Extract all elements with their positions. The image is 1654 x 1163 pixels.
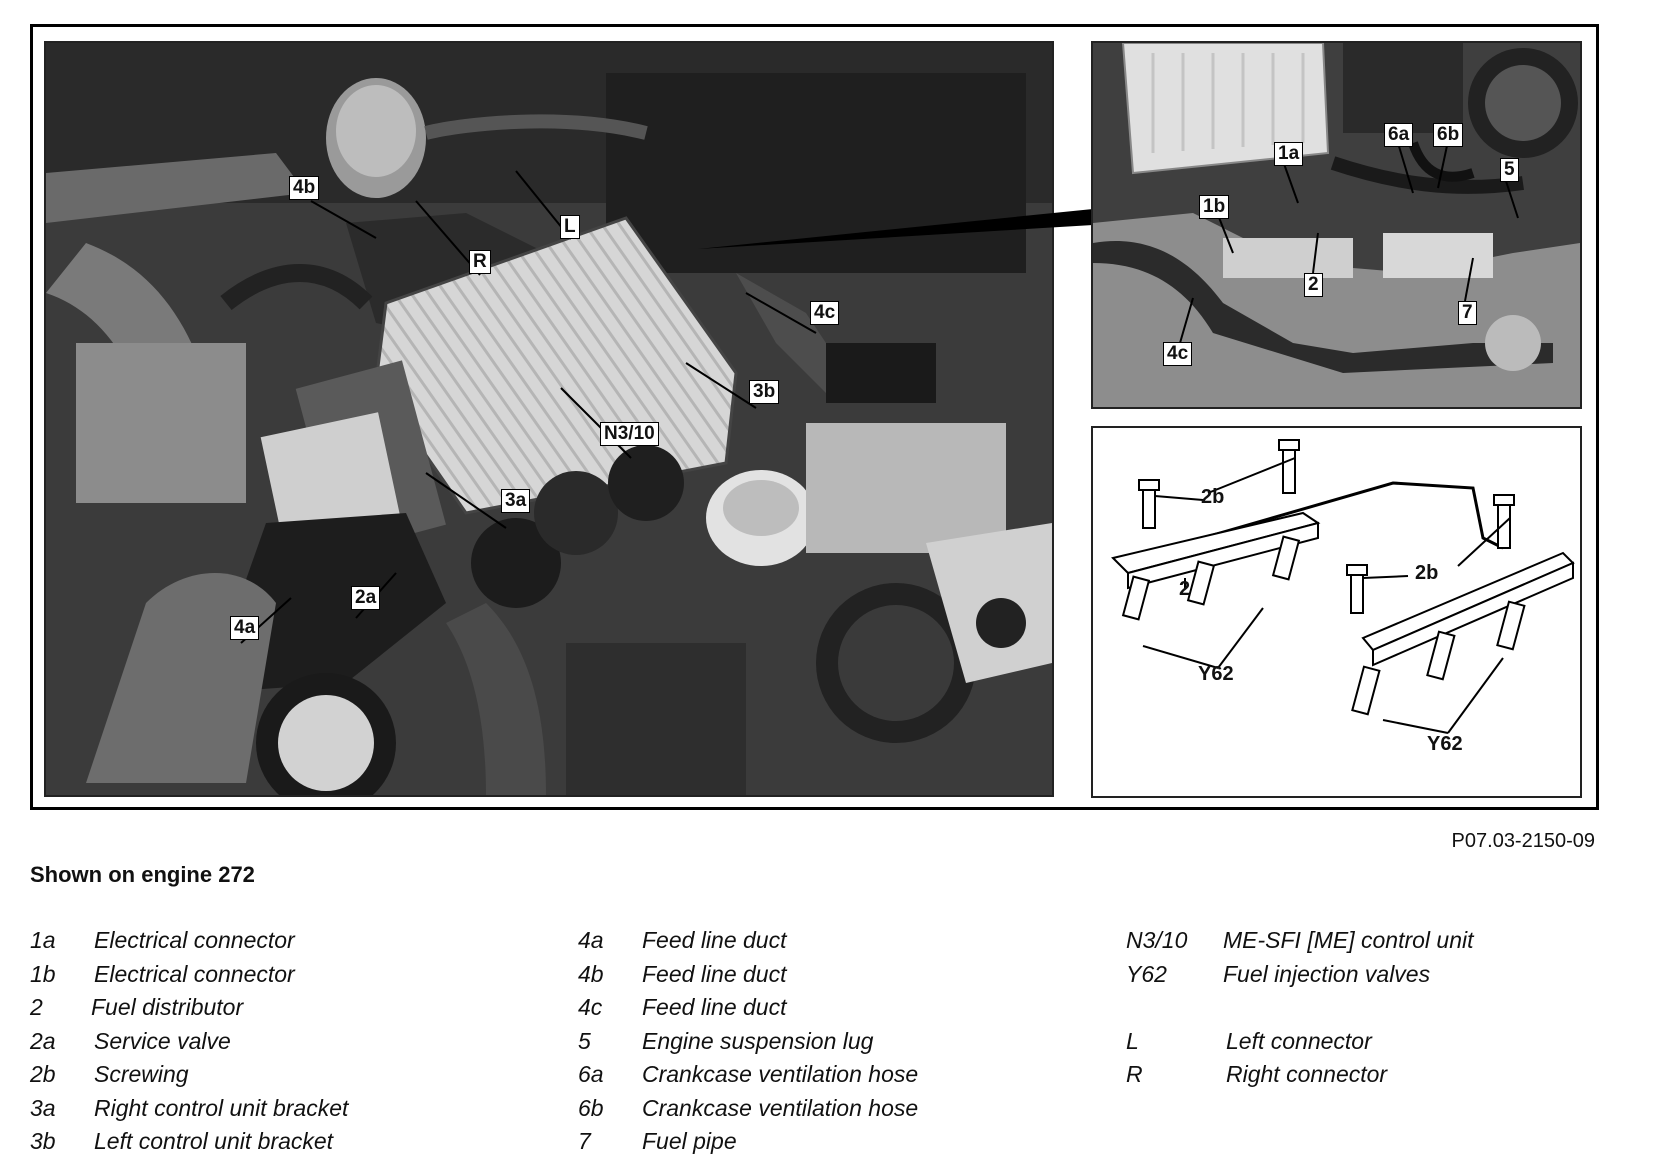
legend-code: 1b xyxy=(30,960,56,987)
legend-code: 7 xyxy=(578,1128,591,1154)
legend-code: N3/10 xyxy=(1126,927,1188,953)
callout-3a: 3a xyxy=(501,489,531,513)
legend-code: 6b xyxy=(578,1094,604,1121)
legend-desc: Electrical connector xyxy=(94,960,295,987)
legend-code: 2 xyxy=(30,994,43,1020)
callout-4a: 4a xyxy=(230,616,260,640)
legend-desc: Left connector xyxy=(1226,1027,1372,1054)
callout-L: L xyxy=(560,215,580,239)
legend-desc: Feed line duct xyxy=(642,994,787,1020)
legend-desc: Feed line duct xyxy=(642,960,787,987)
legend-desc: Right connector xyxy=(1226,1061,1388,1087)
callout-2b-1: 2b xyxy=(1201,486,1225,508)
legend-desc: Fuel pipe xyxy=(642,1128,737,1154)
legend-desc: ME-SFI [ME] control unit xyxy=(1223,927,1474,953)
legend-code: 2b xyxy=(30,1061,56,1087)
detail-photo-illustration xyxy=(1093,43,1580,407)
callout-2a: 2a xyxy=(351,586,381,610)
callout-2b-2: 2b xyxy=(1415,562,1439,584)
legend-code: 4c xyxy=(578,994,603,1020)
callout-7: 7 xyxy=(1458,301,1477,325)
legend-desc: Fuel injection valves xyxy=(1223,960,1431,987)
legend-desc: Crankcase ventilation hose xyxy=(642,1094,919,1121)
callout-1b: 1b xyxy=(1199,195,1230,219)
callout-4c: 4c xyxy=(810,301,840,325)
engine-photo-panel: 4b R L 4c 3b N3/10 3a 2a 4a xyxy=(44,41,1054,797)
callout-5: 5 xyxy=(1500,158,1519,182)
legend-desc: Electrical connector xyxy=(94,927,295,953)
legend-desc: Crankcase ventilation hose xyxy=(642,1061,919,1087)
legend-code: L xyxy=(1126,1027,1139,1054)
callout-6a: 6a xyxy=(1384,123,1414,147)
callout-4c-detail: 4c xyxy=(1163,342,1193,366)
callout-Y62-1: Y62 xyxy=(1198,663,1234,685)
legend-code: 3b xyxy=(30,1128,56,1154)
legend-code: 4a xyxy=(578,927,604,953)
legend-code: 2a xyxy=(30,1027,56,1054)
legend-code: 1a xyxy=(30,927,56,953)
figure-caption: Shown on engine 272 xyxy=(30,862,255,887)
callout-1a: 1a xyxy=(1274,142,1304,166)
legend-code: R xyxy=(1126,1061,1143,1087)
detail-photo-panel: 1a 6a 6b 5 1b 2 7 4c xyxy=(1091,41,1582,409)
engine-photo-illustration xyxy=(46,43,1052,795)
legend-desc: Fuel distributor xyxy=(91,994,244,1020)
callout-3b: 3b xyxy=(749,380,780,404)
callout-6b: 6b xyxy=(1433,123,1464,147)
figure-frame: 4b R L 4c 3b N3/10 3a 2a 4a xyxy=(30,24,1599,810)
callout-R: R xyxy=(469,250,491,274)
fuel-rail-drawing-panel: 2b 2b 2b 2 Y62 Y62 xyxy=(1091,426,1582,798)
legend-code: 5 xyxy=(578,1027,591,1054)
legend-desc: Feed line duct xyxy=(642,927,787,953)
callout-4b: 4b xyxy=(289,176,320,200)
callout-Y62-2: Y62 xyxy=(1427,733,1463,755)
legend-desc: Service valve xyxy=(94,1027,231,1054)
fuel-rail-illustration xyxy=(1111,439,1575,734)
callout-2-rail: 2 xyxy=(1179,578,1191,600)
callout-N3-10: N3/10 xyxy=(600,422,659,446)
callout-2: 2 xyxy=(1304,273,1323,297)
legend-code: 3a xyxy=(30,1094,56,1121)
legend-desc: Left control unit bracket xyxy=(94,1128,334,1154)
legend-code: 4b xyxy=(578,960,604,987)
legend-code: Y62 xyxy=(1126,960,1167,987)
legend-desc: Engine suspension lug xyxy=(642,1027,874,1054)
legend-code: 6a xyxy=(578,1061,604,1087)
legend-desc: Screwing xyxy=(94,1061,189,1087)
figure-code: P07.03-2150-09 xyxy=(1451,830,1595,852)
legend-desc: Right control unit bracket xyxy=(94,1094,349,1121)
